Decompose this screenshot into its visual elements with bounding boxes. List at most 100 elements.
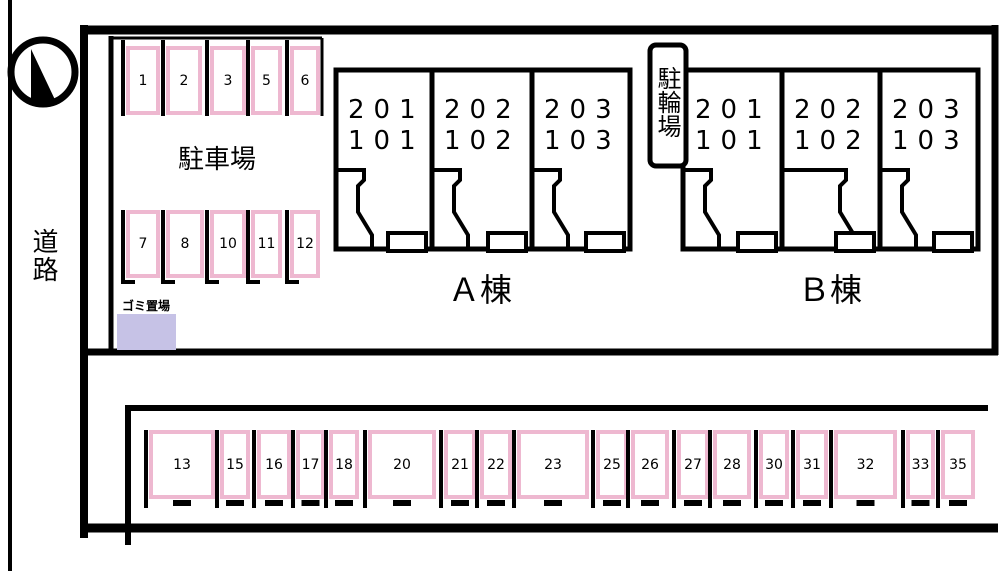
parking-slot-number-30: 30 bbox=[765, 457, 783, 473]
parking-slot-number-3: 3 bbox=[223, 72, 233, 89]
parking-slot-number-35: 35 bbox=[949, 457, 967, 473]
wheel-stop bbox=[684, 500, 702, 506]
wheel-stop bbox=[226, 500, 244, 506]
parking-slot-27 bbox=[677, 430, 709, 499]
parking-slot-26 bbox=[631, 430, 669, 499]
parking-slot-11 bbox=[251, 210, 282, 278]
parking-slot-2 bbox=[166, 46, 202, 115]
slot-divider bbox=[161, 210, 175, 284]
wheel-stop bbox=[487, 500, 505, 506]
entrance-outline bbox=[338, 168, 374, 249]
room-number-102-b: 102 bbox=[794, 126, 871, 156]
room-number-101-b: 101 bbox=[695, 126, 772, 156]
building-outline bbox=[680, 67, 981, 252]
wheel-stop bbox=[641, 500, 659, 506]
wheel-stop bbox=[603, 500, 621, 506]
parking-slot-number-5: 5 bbox=[262, 72, 271, 89]
entrance-outline bbox=[434, 168, 470, 249]
slot-divider bbox=[285, 210, 299, 284]
parking-slot-3 bbox=[210, 46, 246, 115]
entrance-outline bbox=[685, 168, 721, 249]
site-boundary bbox=[80, 25, 999, 545]
parking-slot-number-2: 2 bbox=[179, 72, 189, 89]
parking-slot-31 bbox=[796, 430, 828, 499]
parking-slot-number-20: 20 bbox=[393, 457, 411, 473]
road-label: 道路 bbox=[28, 228, 58, 284]
parking-slot-number-25: 25 bbox=[603, 457, 621, 473]
wheel-stop bbox=[544, 500, 562, 506]
room-number-202-a: 202 bbox=[444, 95, 521, 125]
wheel-stop bbox=[301, 500, 320, 506]
entrance-outline bbox=[534, 168, 570, 249]
wheel-stop bbox=[765, 500, 783, 506]
parking-slot-10 bbox=[210, 210, 246, 278]
outdoor-unit bbox=[736, 231, 778, 253]
parking-slot-33 bbox=[906, 430, 935, 499]
parking-slot-number-28: 28 bbox=[723, 457, 741, 473]
slot-divider bbox=[205, 210, 219, 284]
bicycle-parking-area bbox=[647, 42, 689, 169]
wheel-stop bbox=[723, 500, 741, 506]
parking-slot-number-7: 7 bbox=[138, 236, 148, 252]
parking-slot-number-6: 6 bbox=[300, 72, 310, 89]
building-a-label: Ａ棟 bbox=[448, 271, 513, 309]
building-b-label: Ｂ棟 bbox=[798, 271, 863, 309]
parking-slot-number-22: 22 bbox=[487, 457, 505, 473]
parking-slot-5 bbox=[251, 46, 282, 115]
parking-slot-8 bbox=[166, 210, 204, 278]
room-number-102-a: 102 bbox=[444, 126, 521, 156]
parking-slot-number-32: 32 bbox=[856, 457, 875, 473]
parking-slot-1 bbox=[126, 46, 160, 115]
room-number-201-b: 201 bbox=[695, 95, 772, 125]
parking-slot-28 bbox=[713, 430, 751, 499]
parking-slot-16 bbox=[257, 430, 291, 499]
parking-slot-number-13: 13 bbox=[173, 457, 191, 473]
parking-slot-number-8: 8 bbox=[180, 236, 190, 252]
wheel-stop bbox=[265, 500, 283, 506]
parking-slot-15 bbox=[220, 430, 250, 499]
outdoor-unit bbox=[584, 231, 626, 253]
wheel-stop bbox=[173, 500, 191, 506]
wheel-stop bbox=[335, 500, 353, 506]
wheel-stop bbox=[393, 500, 411, 506]
room-number-103-b: 103 bbox=[892, 126, 969, 156]
wheel-stop bbox=[949, 500, 967, 506]
bicycle-parking-label: 駐輪場 bbox=[653, 66, 681, 138]
parking-label: 駐車場 bbox=[178, 145, 257, 175]
slot-divider bbox=[121, 210, 135, 284]
parking-slot-number-33: 33 bbox=[911, 457, 930, 473]
parking-slot-number-16: 16 bbox=[265, 457, 283, 473]
building-outline bbox=[333, 67, 633, 252]
room-number-203-b: 203 bbox=[892, 95, 969, 125]
parking-slot-23 bbox=[517, 430, 589, 499]
parking-slot-32 bbox=[834, 430, 897, 499]
north-arrow-icon bbox=[7, 36, 79, 108]
parking-slot-number-27: 27 bbox=[684, 457, 702, 473]
parking-slot-21 bbox=[444, 430, 476, 499]
room-number-101-a: 101 bbox=[348, 126, 425, 156]
parking-slot-12 bbox=[290, 210, 320, 278]
parking-slot-13 bbox=[149, 430, 215, 499]
room-number-103-a: 103 bbox=[544, 126, 621, 156]
parking-slot-18 bbox=[329, 430, 359, 499]
room-number-202-b: 202 bbox=[794, 95, 871, 125]
parking-slot-number-12: 12 bbox=[296, 236, 314, 252]
parking-slot-25 bbox=[596, 430, 628, 499]
parking-slot-35 bbox=[941, 430, 975, 499]
parking-slot-number-15: 15 bbox=[226, 457, 244, 473]
outdoor-unit bbox=[932, 231, 974, 253]
parking-slot-number-26: 26 bbox=[641, 457, 659, 473]
parking-slot-number-23: 23 bbox=[544, 457, 562, 473]
outdoor-unit bbox=[486, 231, 528, 253]
parking-slot-7 bbox=[126, 210, 160, 278]
room-number-201-a: 201 bbox=[348, 95, 425, 125]
parking-slot-number-31: 31 bbox=[803, 457, 821, 473]
parking-slot-30 bbox=[759, 430, 789, 499]
parking-slot-20 bbox=[368, 430, 436, 499]
parking-slot-number-10: 10 bbox=[219, 236, 237, 252]
parking-slot-number-21: 21 bbox=[451, 457, 469, 473]
building-b bbox=[680, 67, 981, 253]
parking-slot-number-18: 18 bbox=[335, 457, 353, 473]
